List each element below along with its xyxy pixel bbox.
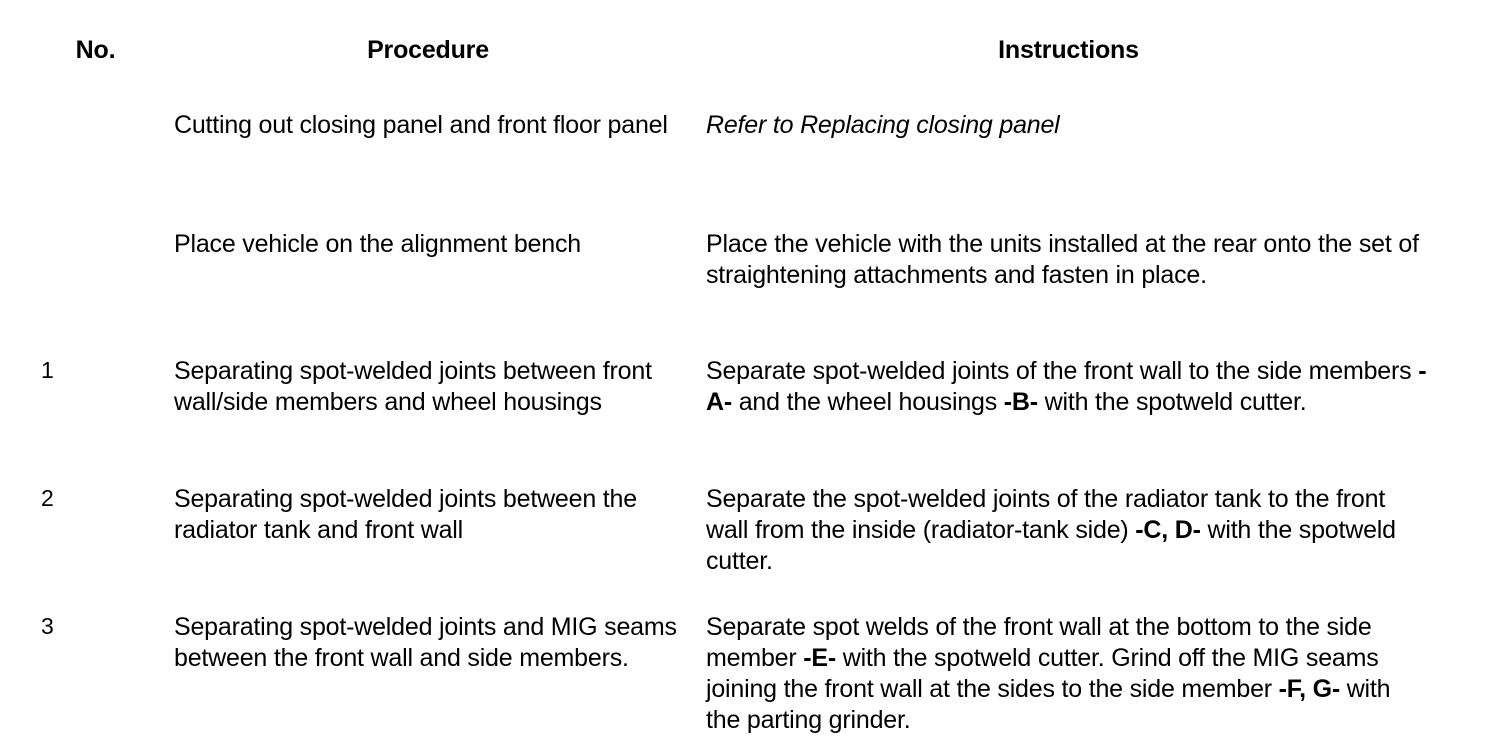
procedure-text: Separating spot-welded joints between th… bbox=[174, 484, 637, 544]
row-number: 2 bbox=[41, 484, 54, 511]
procedure-text: Cutting out closing panel and front floo… bbox=[174, 110, 668, 139]
cell-no bbox=[26, 213, 162, 344]
column-header-instructions-label: Instructions bbox=[998, 36, 1139, 64]
row-number: 1 bbox=[41, 356, 54, 383]
procedure-text: Separating spot-welded joints between fr… bbox=[174, 356, 652, 416]
cell-instructions: Separate the spot-welded joints of the r… bbox=[694, 472, 1443, 600]
instructions-text: Separate spot-welded joints of the front… bbox=[706, 356, 1427, 416]
instructions-text: Separate the spot-welded joints of the r… bbox=[706, 484, 1396, 576]
column-header-no: No. bbox=[26, 22, 162, 80]
column-header-procedure: Procedure bbox=[162, 22, 694, 80]
cell-procedure: Place vehicle on the alignment bench bbox=[162, 213, 694, 344]
table-row: 1 Separating spot-welded joints between … bbox=[26, 344, 1443, 472]
cell-no: 3 bbox=[26, 600, 162, 755]
procedure-table: No. Procedure Instructions Cutting out c… bbox=[26, 22, 1443, 755]
cell-no bbox=[26, 80, 162, 213]
table-body: Cutting out closing panel and front floo… bbox=[26, 80, 1443, 755]
column-header-instructions: Instructions bbox=[694, 22, 1443, 80]
cell-procedure: Separating spot-welded joints between th… bbox=[162, 472, 694, 600]
instructions-text: Separate spot welds of the front wall at… bbox=[706, 612, 1391, 735]
table-row: 3 Separating spot-welded joints and MIG … bbox=[26, 600, 1443, 755]
column-header-procedure-label: Procedure bbox=[367, 36, 489, 64]
table-row: 2 Separating spot-welded joints between … bbox=[26, 472, 1443, 600]
table-header: No. Procedure Instructions bbox=[26, 22, 1443, 80]
cell-procedure: Separating spot-welded joints between fr… bbox=[162, 344, 694, 472]
cell-no: 1 bbox=[26, 344, 162, 472]
cell-instructions: Separate spot welds of the front wall at… bbox=[694, 600, 1443, 755]
cell-procedure: Cutting out closing panel and front floo… bbox=[162, 80, 694, 213]
row-number: 3 bbox=[41, 612, 54, 639]
procedure-text: Place vehicle on the alignment bench bbox=[174, 229, 581, 258]
table-row: Cutting out closing panel and front floo… bbox=[26, 80, 1443, 213]
instructions-text: Refer to Replacing closing panel bbox=[706, 110, 1060, 139]
cell-instructions: Refer to Replacing closing panel bbox=[694, 80, 1443, 213]
instructions-text: Place the vehicle with the units install… bbox=[706, 229, 1419, 289]
cell-instructions: Place the vehicle with the units install… bbox=[694, 213, 1443, 344]
cell-procedure: Separating spot-welded joints and MIG se… bbox=[162, 600, 694, 755]
cell-instructions: Separate spot-welded joints of the front… bbox=[694, 344, 1443, 472]
column-header-no-label: No. bbox=[75, 36, 116, 64]
table-header-row: No. Procedure Instructions bbox=[26, 22, 1443, 80]
cell-no: 2 bbox=[26, 472, 162, 600]
procedure-text: Separating spot-welded joints and MIG se… bbox=[174, 612, 677, 672]
table-row: Place vehicle on the alignment bench Pla… bbox=[26, 213, 1443, 344]
